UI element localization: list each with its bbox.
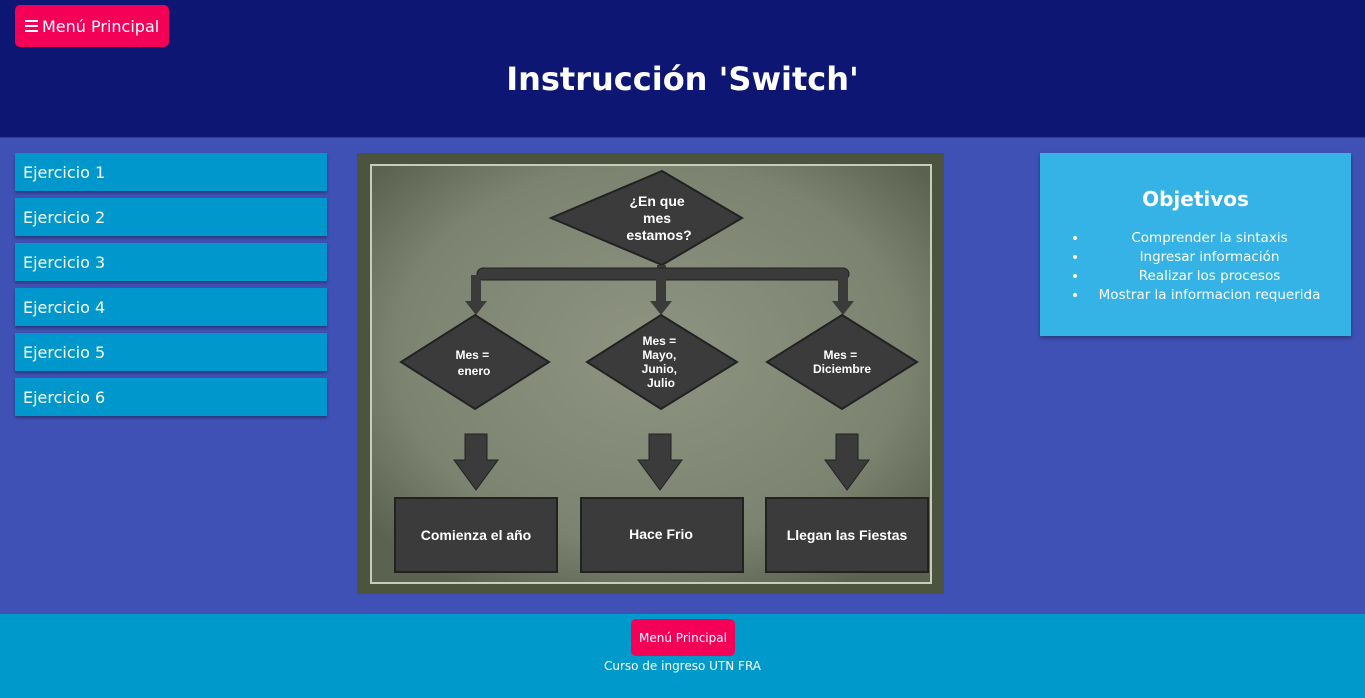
objective-item: Mostrar la informacion requerida [1088,286,1331,305]
case-2-text: Mes = Mayo, Junio, Julio [642,334,681,390]
footer: Menú Principal Curso de ingreso UTN FRA [0,614,1365,698]
question-text: ¿En que mes estamos? [626,193,691,243]
sidebar-item-ejercicio-1[interactable]: Ejercicio 1 [15,153,327,191]
objective-item: Ingresar información [1088,248,1331,267]
result-box-3 [765,497,929,573]
arrow-right-small [832,301,854,315]
main-menu-button[interactable]: Menú Principal [15,5,170,47]
arrow-down-1 [453,433,499,491]
case-2-line-4: Julio [647,376,675,390]
question-line-1: ¿En que [629,193,684,209]
sidebar-item-ejercicio-2[interactable]: Ejercicio 2 [15,198,327,236]
case-1-line-1: Mes = [455,348,489,362]
case-3-line-2: Diciembre [813,362,871,376]
footer-main-menu-button[interactable]: Menú Principal [631,619,735,656]
objectives-card: Objetivos Comprender la sintaxis Ingresa… [1040,153,1351,336]
switch-flowchart-image: ¿En que mes estamos? Mes = enero Mes = M… [357,153,944,594]
footer-course-text: Curso de ingreso UTN FRA [603,659,762,673]
arrow-down-3 [824,433,870,491]
sidebar-item-ejercicio-5[interactable]: Ejercicio 5 [15,333,327,371]
objective-item: Realizar los procesos [1088,267,1331,286]
sidebar-item-ejercicio-6[interactable]: Ejercicio 6 [15,378,327,416]
case-1-text: Mes = enero [455,348,492,378]
arrow-down-2 [637,433,683,491]
connector-right [838,275,848,303]
sidebar-item-ejercicio-3[interactable]: Ejercicio 3 [15,243,327,281]
sidebar-item-ejercicio-4[interactable]: Ejercicio 4 [15,288,327,326]
objective-item: Comprender la sintaxis [1088,229,1331,248]
exercise-sidebar: Ejercicio 1 Ejercicio 2 Ejercicio 3 Ejer… [15,153,327,423]
case-diamond-2 [585,313,739,411]
result-box-2 [580,497,744,573]
arrow-middle-small [650,301,672,315]
case-1-line-2: enero [458,364,491,378]
page-title: Instrucción 'Switch' [506,60,859,98]
objectives-list: Comprender la sintaxis Ingresar informac… [1040,229,1351,305]
main-menu-label: Menú Principal [42,16,160,36]
case-3-line-1: Mes = [823,348,857,362]
header: Menú Principal Instrucción 'Switch' [0,0,1365,138]
connector-middle [656,275,666,303]
objectives-title: Objetivos [1142,187,1249,211]
result-3-text: Llegan las Fiestas [787,527,908,543]
result-box-1 [394,497,558,573]
case-diamond-1 [399,313,551,411]
case-diamond-3 [765,313,919,411]
case-2-line-1: Mes = [642,334,676,348]
hamburger-icon [25,20,38,32]
case-2-line-2: Mayo, [642,348,676,362]
result-1-text: Comienza el año [421,527,531,543]
question-line-3: estamos? [626,227,691,243]
case-3-text: Mes = Diciembre [813,348,871,376]
connector-left [471,275,481,303]
case-2-line-3: Junio, [642,362,677,376]
question-line-2: mes [643,210,671,226]
arrow-left-small [465,301,487,315]
result-2-text: Hace Frio [629,526,693,542]
